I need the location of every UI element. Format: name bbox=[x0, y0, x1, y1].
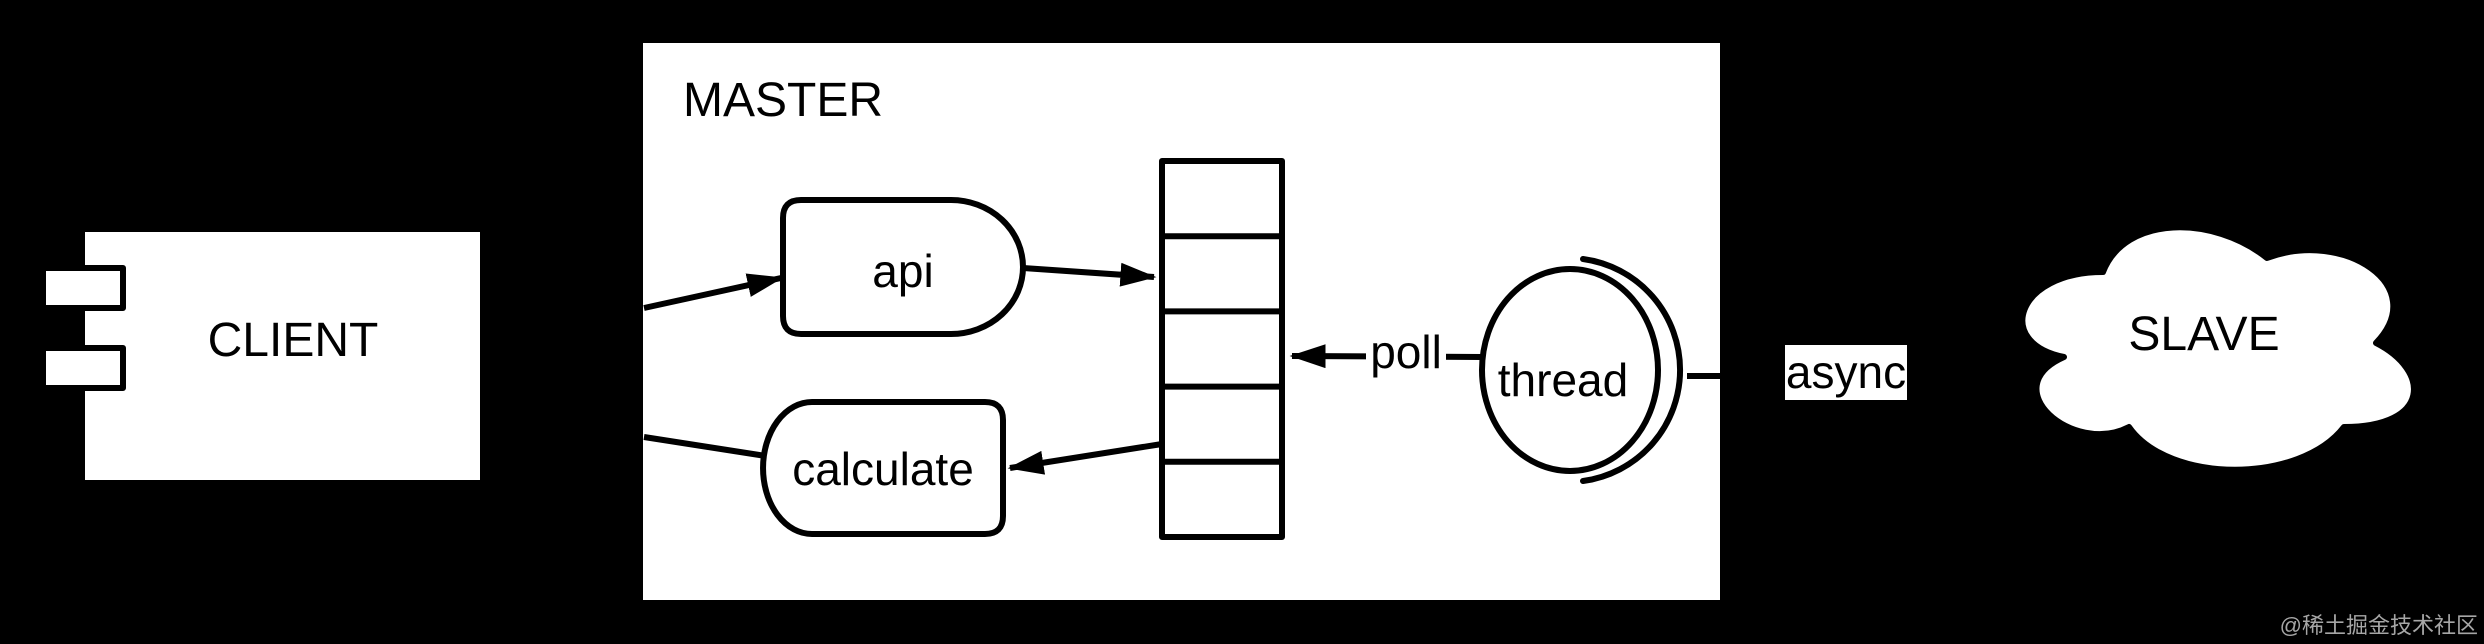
edge-queue-to-calculate bbox=[1007, 441, 1163, 475]
client-label: CLIENT bbox=[208, 314, 379, 367]
calculate-shape bbox=[760, 399, 1006, 537]
api-label: api bbox=[872, 245, 933, 297]
master-label: MASTER bbox=[683, 74, 883, 127]
edge-client-to-api bbox=[643, 273, 784, 311]
thread-node: thread bbox=[1479, 256, 1683, 484]
calculate-label: calculate bbox=[792, 443, 974, 495]
poll-label: poll bbox=[1370, 326, 1442, 378]
client-box bbox=[85, 232, 480, 480]
watermark: @稀土掘金技术社区 bbox=[2280, 613, 2478, 638]
thread-loop-arc bbox=[1580, 256, 1683, 484]
slave-node: SLAVE bbox=[2019, 224, 2417, 473]
async-connector-label: async bbox=[1785, 345, 1907, 400]
client-port-bottom bbox=[40, 345, 126, 391]
async-label: async bbox=[1786, 346, 1906, 398]
thread-ellipse bbox=[1479, 266, 1661, 474]
poll-label-bg bbox=[1366, 329, 1446, 377]
queue-dividers bbox=[1162, 233, 1282, 465]
edge-calculate-to-client bbox=[643, 434, 767, 459]
client-component: CLIENT bbox=[40, 232, 480, 480]
slave-label: SLAVE bbox=[2128, 308, 2279, 361]
edge-api-to-queue bbox=[1022, 262, 1157, 287]
slave-cloud bbox=[2019, 224, 2417, 473]
api-shape bbox=[780, 197, 1026, 337]
queue-outline bbox=[1159, 158, 1285, 540]
queue bbox=[1159, 158, 1285, 540]
thread-label: thread bbox=[1498, 354, 1628, 406]
master-container: MASTER api calculate thread poll bbox=[643, 43, 1720, 600]
client-port-top bbox=[40, 265, 126, 311]
async-label-bg bbox=[1785, 345, 1907, 400]
